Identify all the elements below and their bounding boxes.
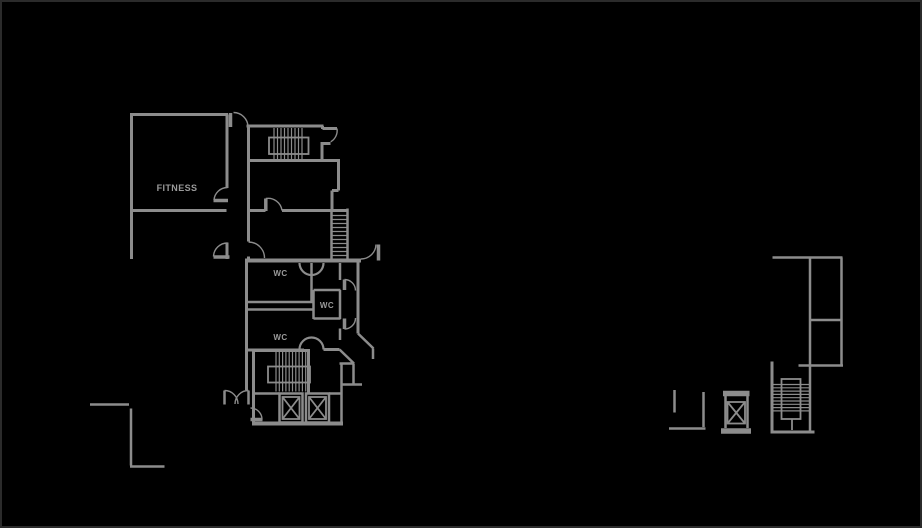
lobby-door-arc — [250, 407, 263, 420]
wc-outer-walls — [245, 261, 360, 390]
right-shaft-rooms — [772, 256, 843, 367]
right-shaft-walls — [772, 256, 843, 367]
right-stair-landing — [780, 378, 802, 420]
right-stair-treads — [773, 383, 810, 412]
wc-upper-label: WC — [273, 269, 287, 278]
lower-stair-treads — [275, 352, 307, 392]
upper-stair-landing — [268, 136, 310, 155]
wall-bracket — [669, 390, 706, 430]
elevator-x-icon — [726, 401, 746, 425]
right-elevator-shaft — [721, 390, 751, 434]
partial-walls-lower-left — [90, 403, 165, 468]
elevator-x-icon — [308, 396, 327, 420]
upper-stairwell — [246, 124, 340, 211]
entry-door-leaves — [223, 390, 250, 405]
fitness-room-walls — [130, 113, 229, 259]
elevator-shafts — [252, 392, 343, 426]
entry-door-arcs — [224, 389, 249, 405]
fitness-room: FITNESS — [130, 111, 249, 259]
wall-bracket-segments — [669, 390, 706, 430]
entry-doors — [223, 389, 263, 422]
wc-block: WC WC WC — [245, 261, 375, 424]
wc-door-arcs — [344, 278, 357, 330]
side-stair-treads — [332, 214, 347, 257]
left-building-plan: FITNESS — [90, 111, 381, 468]
right-building-plan — [669, 256, 843, 434]
fitness-room-label: FITNESS — [157, 183, 198, 193]
wc-lower-label: WC — [273, 333, 287, 342]
upper-stair-treads — [273, 128, 303, 160]
lower-stairwell — [252, 349, 311, 423]
side-stair-door-arc — [360, 244, 377, 260]
side-stair — [245, 208, 381, 263]
side-stair-rails — [330, 208, 349, 260]
wc-middle-label: WC — [320, 301, 334, 310]
right-stairwell — [770, 257, 815, 434]
right-stairwell-walls — [770, 361, 815, 434]
wc-inner-walls — [248, 263, 342, 340]
fitness-door-leaves — [213, 113, 233, 259]
elevator-x-icon — [281, 396, 301, 420]
upper-stairwell-walls — [246, 124, 340, 211]
right-elevator-side-walls — [724, 396, 749, 428]
lower-stairwell-walls — [252, 349, 310, 423]
lower-stair-landing — [267, 365, 311, 384]
wc-swing-door-arcs — [298, 262, 325, 350]
upper-stairwell-door-arc — [330, 128, 338, 143]
fitness-door-arcs — [212, 111, 249, 257]
partial-wall-segments — [90, 403, 165, 468]
corridor-door-arcs — [248, 197, 283, 259]
wc-corner-diagonals — [338, 332, 375, 424]
